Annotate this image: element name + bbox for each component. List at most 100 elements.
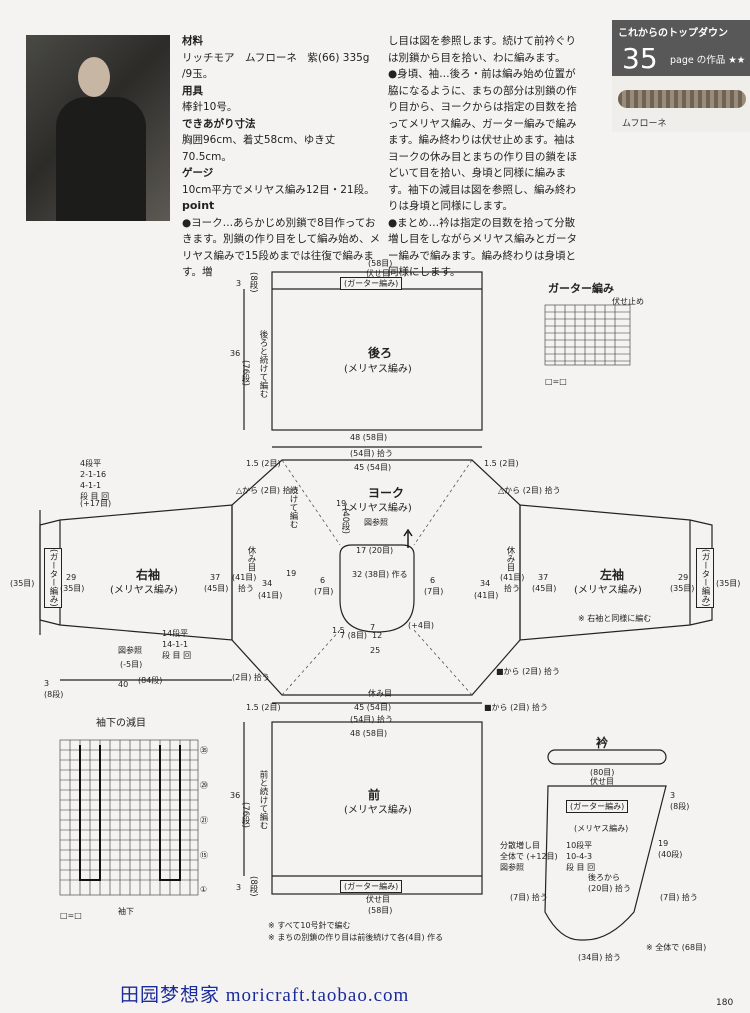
front-width-48: 48 (58目) <box>350 729 388 738</box>
garter-chart-grid <box>544 304 631 366</box>
right-sleeve-title: 右袖 <box>136 568 161 582</box>
front-bind-off: 伏せ目 <box>366 895 390 904</box>
tools-heading: 用具 <box>182 84 203 97</box>
right-sleeve-rest: 休み目 <box>246 546 256 572</box>
yoke-height: 19 <box>336 499 347 508</box>
underarm-decrease-path <box>79 745 181 881</box>
collar-side-left: (7目) 拾う <box>510 893 548 902</box>
front-height: 36 <box>230 791 241 800</box>
back-bind-off: 伏せ目 <box>366 269 390 278</box>
collar-total: ※ 全体で (68目) <box>646 943 707 952</box>
point-yoke-cont: し目は図を参照します。続けて前衿ぐりは別鎖から目を拾い、わに編みます。 <box>388 35 576 64</box>
collar-row-rule: 10段平 10-4-3 段 目 回 <box>566 841 596 872</box>
right-sleeve-decrease: 14段平 14-1-1 段 目 回 <box>162 629 192 660</box>
back-top-count: (58目) <box>368 259 393 268</box>
left-sleeve-37-sts: (45目) <box>532 584 557 593</box>
yoke-rest: 休み目 <box>368 689 392 698</box>
front-width-45: 45 (54目) <box>354 703 392 712</box>
back-body-outline <box>271 271 483 431</box>
yoke-height-rows: (40段) <box>340 508 350 534</box>
yoke-neck-width: 17 (20目) <box>356 546 394 555</box>
model-sweater <box>56 97 146 221</box>
collar-bottom-pick: (34目) 拾う <box>578 953 621 962</box>
yoke-side-left: 6 <box>320 576 326 585</box>
collar-bind-off: 伏せ目 <box>590 777 614 786</box>
right-sleeve-minus5: (-5目) <box>120 660 143 669</box>
collar-top-band <box>547 749 667 765</box>
yoke-19: 19 <box>286 569 297 578</box>
back-width-45: 45 (54目) <box>354 463 392 472</box>
left-sleeve-41: (41目) <box>500 573 525 582</box>
gauge-text: 10cm平方でメリヤス編み12目・21段。 <box>182 183 375 196</box>
row-mark-21: ㉑ <box>200 816 208 825</box>
size-heading: できあがり寸法 <box>182 117 256 130</box>
right-sleeve-41-pick: 拾う <box>238 584 254 593</box>
right-sleeve-3-8: 3 (8段) <box>44 679 64 699</box>
right-sleeve-34-sts: (41目) <box>258 591 283 600</box>
collar-stockinette: (メリヤス編み) <box>574 824 629 833</box>
raglan-line-3 <box>281 629 341 696</box>
right-sleeve-stockinette: (メリヤス編み) <box>110 585 178 596</box>
left-sleeve-pick-bottom: ■から (2目) 拾う <box>496 667 560 676</box>
collar-title: 衿 <box>596 736 609 750</box>
right-sleeve-40-rows: (84段) <box>138 676 163 685</box>
yoke-cast-on: 32 (38目) 作る <box>352 570 408 579</box>
back-width-pick: (54目) 拾う <box>350 449 393 458</box>
point-yoke: ●ヨーク…あらかじめ別鎖で8目作っておきます。別鎖の作り目をして編み始め、メリヤ… <box>182 216 381 279</box>
front-stockinette: (メリヤス編み) <box>344 805 412 816</box>
note-cast-on: ※ まちの別鎖の作り目は前後続けて各(4目) 作る <box>268 933 444 942</box>
back-garter-label: (ガーター編み) <box>340 277 403 290</box>
garter-chart-note: 伏せ止め <box>612 297 644 306</box>
yoke-front-78: 7 (8目) <box>340 631 367 640</box>
yoke-front-12: 12 <box>372 631 383 640</box>
front-title: 前 <box>368 788 381 802</box>
gauge-heading: ゲージ <box>182 167 214 179</box>
row-mark-29: ㉙ <box>200 781 208 790</box>
right-sleeve-29-sts: (35目) <box>60 584 85 593</box>
garter-chart-key: □=□ <box>545 377 567 386</box>
yarn-strand <box>618 90 746 108</box>
yoke-stockinette: (メリヤス編み) <box>344 503 412 514</box>
left-sleeve-35: (35目) <box>716 579 741 588</box>
page-suffix: page の作品 ★★ <box>670 55 746 66</box>
note-needles: ※ すべて10号針で編む <box>268 921 351 930</box>
back-width: 48 (58目) <box>350 433 388 442</box>
yoke-front-7: 7 <box>370 623 376 632</box>
left-sleeve-29-sts: (35目) <box>670 584 695 593</box>
front-bottom-count: (58目) <box>368 906 393 915</box>
right-sleeve-increase: 4段平 2-1-16 4-1-1 段 目 回 <box>80 459 110 501</box>
left-sleeve-pick-top: △から (2目) 拾う <box>498 486 561 495</box>
point-finish: ●まとめ…衿は指定の目数を拾って分散増し目をしながらメリヤス編みとガーター編みで… <box>388 216 577 279</box>
yarn-label: ムフローネ <box>622 119 667 129</box>
back-height: 36 <box>230 349 241 358</box>
collar-garter: (ガーター編み) <box>566 800 629 813</box>
back-edge-left: 1.5 (2目) <box>246 459 281 468</box>
collar-top-count: (80目) <box>590 768 615 777</box>
model-face <box>78 57 110 97</box>
left-sleeve-cuff-label: (ガーター編み) <box>696 548 714 608</box>
back-edge-right: 1.5 (2目) <box>484 459 519 468</box>
left-sleeve-rest: 休み目 <box>505 546 515 572</box>
yoke-continue-note: 続けて編む <box>288 486 298 529</box>
front-edge-left: 1.5 (2目) <box>246 703 281 712</box>
point-heading: point <box>182 199 215 212</box>
materials-text: リッチモア ムフローネ 紫(66) 335g /9玉。 <box>182 51 370 81</box>
yoke-side-right-sts: (7目) <box>424 587 444 596</box>
front-height-rows: (76段) <box>240 802 250 828</box>
back-garter-rows: 3 <box>236 279 242 288</box>
page-number: 35 <box>622 42 658 75</box>
yoke-see-figure: 図参照 <box>364 518 388 527</box>
materials-block: 材料 リッチモア ムフローネ 紫(66) 335g /9玉。 用具 棒針10号。… <box>182 33 382 281</box>
size-text: 胸囲96cm、着丈58cm、ゆき丈70.5cm。 <box>182 134 336 163</box>
yoke-side-right: 6 <box>430 576 436 585</box>
yoke-side-left-sts: (7目) <box>314 587 334 596</box>
yoke-increase: (+4目) <box>408 621 435 630</box>
right-sleeve-34: 34 <box>262 579 273 588</box>
back-garter-rows-count: (8段) <box>248 272 258 293</box>
left-sleeve-29: 29 <box>678 573 689 582</box>
right-sleeve-37-sts: (45目) <box>204 584 229 593</box>
front-continue-note: 前と続けて編む <box>258 770 268 830</box>
knitting-direction-arrow <box>403 528 413 548</box>
yoke-front-15: 1.5 <box>332 626 345 635</box>
